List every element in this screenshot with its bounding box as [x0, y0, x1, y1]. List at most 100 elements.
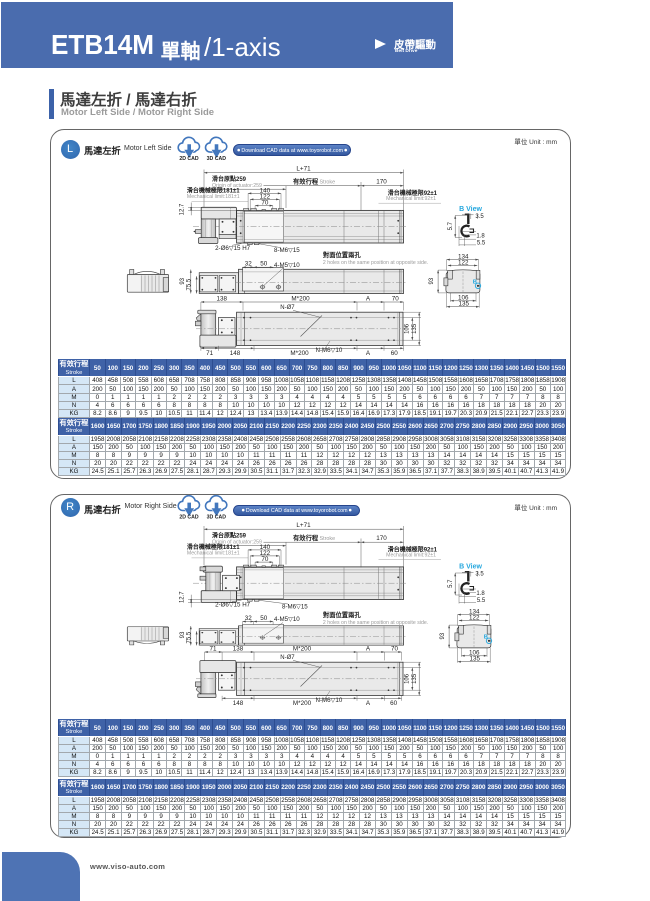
- svg-text:2D CAD: 2D CAD: [179, 515, 199, 521]
- svg-text:3.5: 3.5: [475, 571, 484, 577]
- svg-text:3.5: 3.5: [475, 214, 484, 220]
- svg-text:A: A: [366, 700, 371, 707]
- svg-text:12.7: 12.7: [179, 591, 185, 603]
- svg-text:N-Ø7: N-Ø7: [280, 655, 295, 661]
- svg-text:70: 70: [261, 556, 269, 563]
- svg-text:93: 93: [180, 631, 186, 638]
- svg-text:138: 138: [233, 646, 244, 653]
- svg-text:滑台機械極限181±1: 滑台機械極限181±1: [187, 543, 240, 551]
- svg-text:60: 60: [391, 350, 399, 357]
- svg-text:138: 138: [217, 296, 228, 303]
- svg-text:70: 70: [391, 646, 399, 653]
- svg-text:106: 106: [458, 295, 469, 302]
- svg-text:122: 122: [458, 259, 469, 266]
- svg-text:3D CAD: 3D CAD: [207, 156, 227, 162]
- svg-text:5.5: 5.5: [477, 598, 486, 604]
- svg-text:93: 93: [180, 277, 186, 284]
- svg-text:135: 135: [412, 323, 418, 334]
- svg-text:122: 122: [260, 194, 271, 201]
- svg-text:70: 70: [392, 296, 400, 303]
- svg-text:Mechanical limit:181±1: Mechanical limit:181±1: [187, 194, 240, 200]
- svg-text:122: 122: [469, 614, 480, 621]
- svg-text:106: 106: [405, 323, 411, 334]
- svg-text:140: 140: [260, 188, 271, 195]
- svg-text:1.8: 1.8: [476, 591, 485, 597]
- svg-text:M*200: M*200: [293, 646, 312, 653]
- svg-text:B: B: [484, 635, 488, 641]
- svg-text:對面位置兩孔: 對面位置兩孔: [323, 610, 361, 619]
- svg-text:Origin of actuator:259: Origin of actuator:259: [212, 539, 262, 545]
- svg-text:170: 170: [376, 535, 387, 542]
- svg-text:134: 134: [469, 608, 480, 615]
- svg-text:A: A: [366, 350, 371, 357]
- svg-text:75.5: 75.5: [187, 631, 193, 643]
- svg-text:有效行程: 有效行程: [293, 176, 319, 185]
- svg-text:60: 60: [390, 700, 398, 707]
- svg-text:滑台機械極限92±1: 滑台機械極限92±1: [388, 546, 438, 554]
- svg-text:L+71: L+71: [296, 166, 311, 173]
- svg-text:32: 32: [245, 261, 253, 268]
- svg-text:50: 50: [260, 615, 268, 622]
- svg-text:Mechanical limit:181±1: Mechanical limit:181±1: [187, 550, 240, 556]
- svg-text:N-Ø7: N-Ø7: [280, 305, 295, 311]
- svg-text:5.7: 5.7: [448, 579, 454, 588]
- svg-text:50: 50: [260, 261, 268, 268]
- svg-text:122: 122: [260, 550, 271, 557]
- svg-text:71: 71: [206, 350, 214, 357]
- svg-text:5.5: 5.5: [477, 240, 486, 246]
- svg-text:Mechanical limit:92±1: Mechanical limit:92±1: [386, 196, 436, 202]
- svg-text:B View: B View: [459, 206, 482, 213]
- svg-text:2-Ø6▽15 H7: 2-Ø6▽15 H7: [215, 601, 251, 608]
- svg-text:4-M5▽10: 4-M5▽10: [274, 616, 300, 623]
- svg-text:M*200: M*200: [290, 350, 309, 357]
- svg-text:有效行程: 有效行程: [293, 533, 319, 542]
- svg-text:148: 148: [233, 700, 244, 707]
- svg-text:B: B: [473, 280, 477, 286]
- svg-text:滑台機械極限92±1: 滑台機械極限92±1: [388, 189, 438, 197]
- svg-text:93: 93: [429, 277, 435, 284]
- svg-text:對面位置兩孔: 對面位置兩孔: [323, 250, 361, 259]
- svg-text:170: 170: [376, 178, 387, 185]
- svg-text:8-M6▽15: 8-M6▽15: [274, 247, 300, 254]
- svg-text:Stroke: Stroke: [320, 179, 336, 185]
- svg-text:135: 135: [412, 673, 418, 684]
- svg-text:Origin of actuator:259: Origin of actuator:259: [212, 183, 262, 189]
- svg-text:8-M6▽15: 8-M6▽15: [282, 604, 308, 611]
- svg-text:32: 32: [245, 615, 253, 622]
- svg-text:M*200: M*200: [293, 700, 312, 707]
- svg-text:12.7: 12.7: [179, 203, 185, 215]
- svg-text:2 holes on the same position a: 2 holes on the same position at opposite…: [323, 620, 428, 626]
- svg-text:134: 134: [458, 253, 469, 260]
- svg-text:Download CAD data at www.toyor: Download CAD data at www.toyorobot.com: [241, 148, 343, 154]
- svg-text:滑台原點259: 滑台原點259: [212, 175, 247, 183]
- svg-text:A: A: [366, 296, 371, 303]
- svg-text:M*200: M*200: [291, 296, 310, 303]
- svg-text:2-Ø6▽15 H7: 2-Ø6▽15 H7: [215, 245, 251, 252]
- svg-text:B View: B View: [459, 563, 482, 570]
- svg-text:5.7: 5.7: [448, 221, 454, 230]
- svg-text:140: 140: [260, 544, 271, 551]
- svg-text:Mechanical limit:92±1: Mechanical limit:92±1: [386, 553, 436, 559]
- svg-text:71: 71: [209, 646, 217, 653]
- svg-text:A: A: [366, 646, 371, 653]
- svg-text:2D CAD: 2D CAD: [179, 156, 199, 162]
- svg-text:2 holes on the same position a: 2 holes on the same position at opposite…: [323, 260, 428, 266]
- svg-text:滑台機械極限181±1: 滑台機械極限181±1: [187, 187, 240, 195]
- svg-text:106: 106: [405, 673, 411, 684]
- svg-text:Stroke: Stroke: [320, 536, 336, 542]
- svg-text:4-M5▽10: 4-M5▽10: [274, 262, 300, 269]
- svg-text:L+71: L+71: [296, 522, 311, 529]
- svg-text:106: 106: [469, 650, 480, 657]
- svg-text:N-M6▽10: N-M6▽10: [316, 697, 343, 704]
- svg-text:N-M6▽10: N-M6▽10: [316, 347, 343, 354]
- svg-text:70: 70: [261, 200, 269, 207]
- svg-text:滑台原點259: 滑台原點259: [212, 531, 247, 539]
- svg-text:75.5: 75.5: [187, 278, 193, 290]
- svg-text:Download CAD data at www.toyor: Download CAD data at www.toyorobot.com: [246, 508, 348, 514]
- svg-text:148: 148: [230, 350, 241, 357]
- svg-text:1.8: 1.8: [476, 233, 485, 239]
- svg-text:93: 93: [440, 632, 446, 639]
- svg-text:135: 135: [459, 301, 470, 308]
- svg-text:135: 135: [470, 656, 481, 663]
- svg-text:3D CAD: 3D CAD: [207, 515, 227, 521]
